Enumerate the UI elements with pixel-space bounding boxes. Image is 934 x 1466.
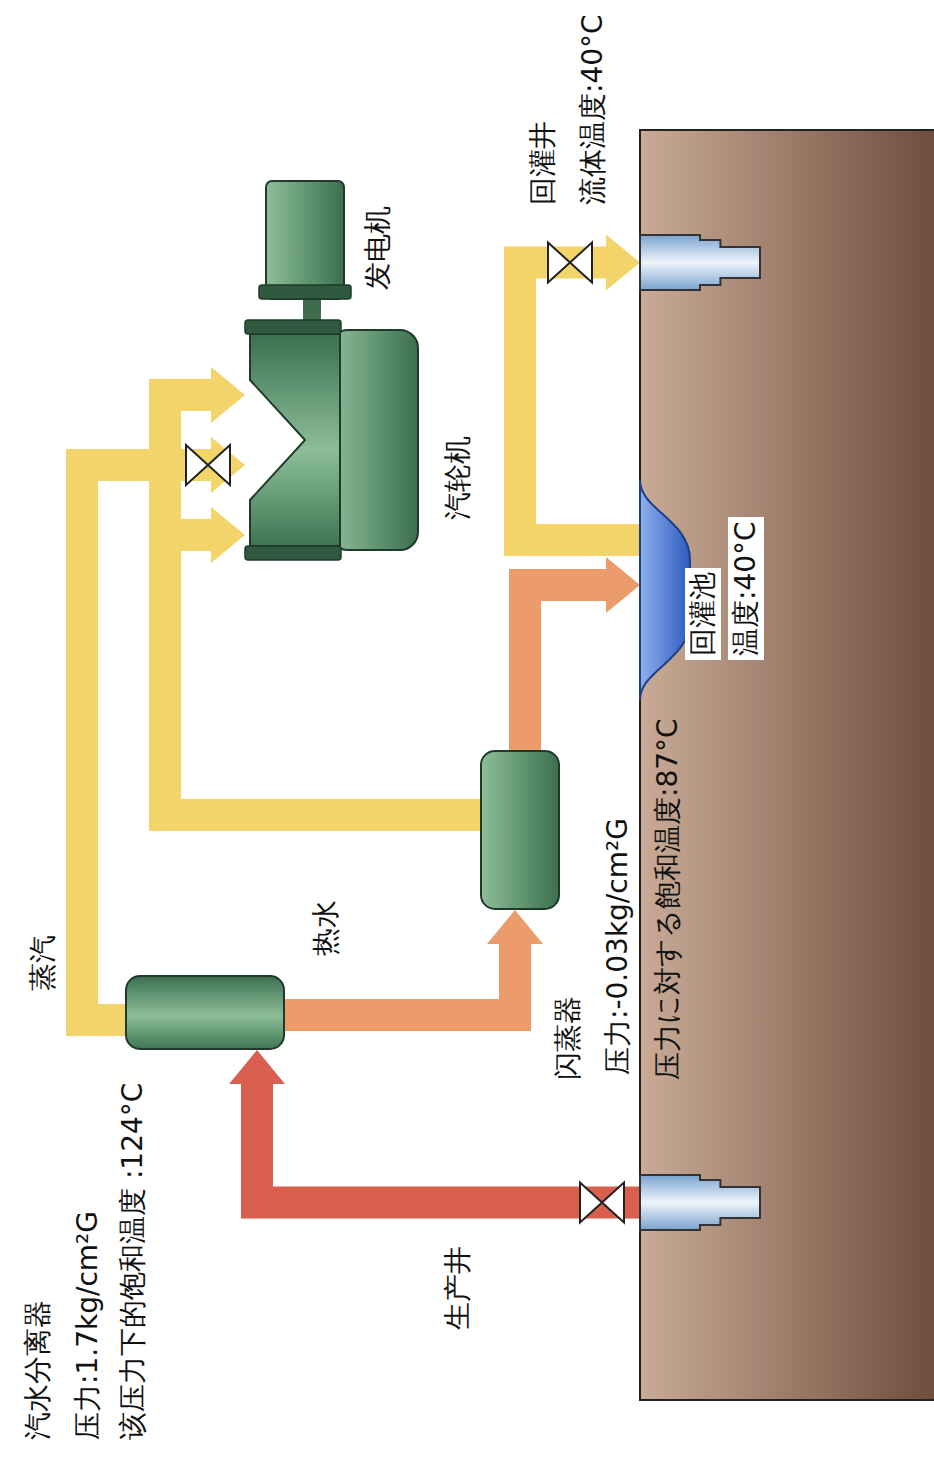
flasher-vessel: 闪蒸器压力:-0.03kg/cm²G压力に対する飽和温度:87°C <box>480 750 560 910</box>
reinjection-pipe <box>520 235 640 541</box>
ground-outline <box>640 130 934 1400</box>
turbine-casing <box>250 334 340 546</box>
equipment-name: 回灌井 <box>525 121 561 205</box>
pipe-band <box>525 585 606 750</box>
arrow-head <box>606 557 640 613</box>
well-casing <box>640 235 760 290</box>
vessel-body <box>126 976 284 1049</box>
equipment-note: 流体温度:40°C <box>575 14 611 205</box>
equipment-name: 回灌池 <box>685 568 721 660</box>
turbine-body <box>330 330 418 550</box>
reinjection-well: 回灌井流体温度:40°C <box>640 235 760 290</box>
valve <box>580 1183 624 1223</box>
shape-outline <box>640 480 690 700</box>
vessel-body <box>481 751 559 909</box>
equipment-name: 发电机 <box>360 206 396 290</box>
turbine-flange <box>245 546 341 560</box>
valve-half <box>548 243 570 283</box>
equipment-note: 压力:-0.03kg/cm²G <box>600 818 636 1075</box>
generator: 发电机 <box>265 180 345 300</box>
equipment-name: 汽轮机 <box>440 436 476 520</box>
valve <box>548 243 592 283</box>
arrow-head <box>229 1050 285 1084</box>
ground <box>640 130 934 1400</box>
generator-cap <box>259 285 351 299</box>
pipe-band <box>82 465 211 1020</box>
steam-turbine: 汽轮机 <box>245 320 420 560</box>
equipment-note: 温度:40°C <box>728 517 764 660</box>
steam-branch <box>150 519 211 551</box>
shape-outline <box>265 180 345 300</box>
equipment-note: 该压力下的饱和温度 :124°C <box>115 1083 151 1440</box>
turbine-flange <box>245 320 341 334</box>
separator-vessel: 汽水分离器压力:1.7kg/cm²G该压力下的饱和温度 :124°C <box>125 975 285 1050</box>
valve-half <box>602 1183 624 1223</box>
shape-outline <box>480 750 560 910</box>
valve-half <box>208 445 230 485</box>
pipe-band <box>520 263 640 541</box>
equipment-name: 闪蒸器 <box>550 996 586 1080</box>
valve-half <box>580 1183 602 1223</box>
equipment-note: 压力:1.7kg/cm²G <box>70 1211 106 1440</box>
valve-half <box>186 445 208 485</box>
pipe-label: 蒸汽 <box>25 931 61 995</box>
shape-outline <box>640 235 760 290</box>
valve-half <box>570 243 592 283</box>
valve <box>186 445 230 485</box>
equipment-name: 生产井 <box>440 1246 476 1330</box>
arrow-head <box>487 910 543 944</box>
production-well: 生产井 <box>640 1175 760 1230</box>
pond-basin <box>640 480 690 700</box>
arrow-head <box>211 367 245 423</box>
equipment-name: 汽水分离器 <box>20 1300 56 1440</box>
reinjection-pond: 回灌池温度:40°C <box>640 480 690 700</box>
equipment-note: 压力に対する飽和温度:87°C <box>650 718 686 1080</box>
well-casing <box>640 1175 760 1230</box>
shape-outline <box>125 975 285 1050</box>
shape-outline <box>640 1175 760 1230</box>
generator-body <box>266 181 344 299</box>
shape-outline <box>245 320 420 560</box>
pipe-label: 热水 <box>308 896 344 960</box>
hot-water-pipe <box>525 557 640 750</box>
arrow-head <box>211 507 245 563</box>
pipe-band <box>303 300 321 320</box>
arrow-head <box>606 235 640 291</box>
turbine-shaft <box>312 300 313 320</box>
